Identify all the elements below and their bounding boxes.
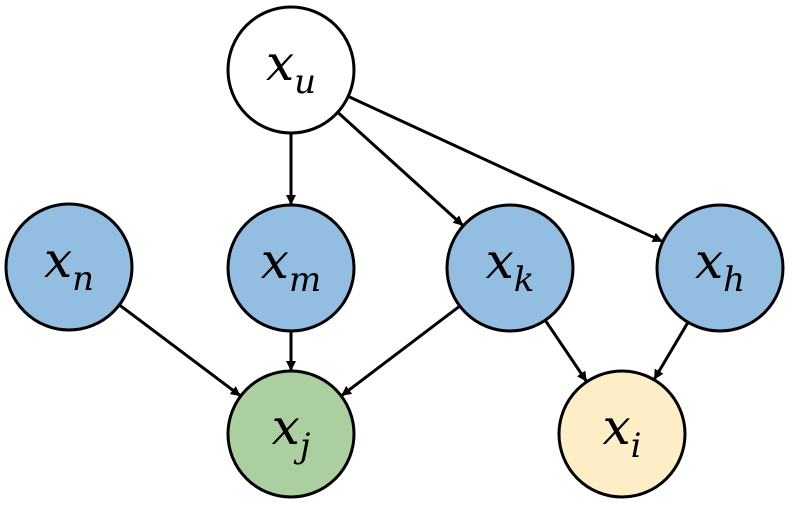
node-x-n: xn [4,202,134,332]
node-label-base: x [695,232,723,290]
node-x-h: xh [655,203,785,333]
node-label-subscript: i [631,426,642,466]
node-label-base: x [486,232,514,290]
node-label-h: xh [695,232,745,300]
node-circle-n [4,202,134,332]
edge-k-to-i [543,319,588,382]
node-label-subscript: m [289,260,321,300]
node-label-n: xn [44,231,94,299]
edge-u-to-k [336,111,464,227]
node-label-subscript: n [72,259,94,299]
node-label-subscript: h [723,260,745,300]
node-label-k: xk [486,232,535,300]
node-circle-u [226,5,356,135]
node-x-u: xu [226,5,356,135]
node-label-base: x [261,232,289,290]
edges-layer [118,95,690,397]
node-circle-i [557,369,687,499]
node-x-m: xm [226,203,356,333]
node-x-k: xk [445,203,575,333]
node-label-u: xu [266,34,316,102]
node-circle-h [655,203,785,333]
node-label-m: xm [261,232,321,300]
node-x-j: xj [226,369,356,499]
edge-h-to-i [653,321,690,380]
node-circle-k [445,203,575,333]
node-label-base: x [266,34,294,92]
edge-u-to-h [347,95,663,243]
node-label-base: x [44,231,72,289]
edge-k-to-j [341,304,461,397]
node-label-subscript: u [294,62,316,102]
edge-n-to-j [118,303,241,397]
node-circle-m [226,203,356,333]
node-x-i: xi [557,369,687,499]
node-label-base: x [602,398,630,456]
node-label-base: x [272,398,300,456]
node-label-j: xj [272,398,311,466]
node-label-subscript: k [514,260,535,300]
node-label-i: xi [602,398,641,466]
node-circle-j [226,369,356,499]
